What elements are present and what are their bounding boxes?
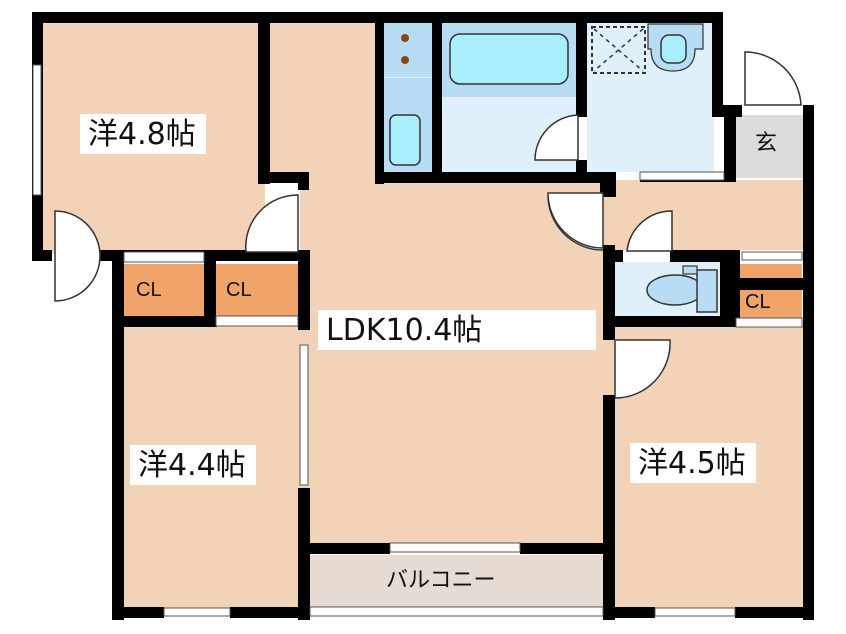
- balcony-railing: [309, 606, 604, 617]
- toilet-icon: [646, 274, 704, 306]
- door-swing: [614, 339, 671, 399]
- door-swing: [547, 192, 604, 249]
- closet-label: CL: [226, 279, 252, 301]
- window: [654, 607, 736, 617]
- room-label-ldk: LDK10.4帖: [318, 310, 596, 350]
- entrance-label: 玄: [755, 131, 778, 156]
- balcony-label: バルコニー: [386, 568, 496, 593]
- window: [32, 64, 42, 196]
- closet-2: [216, 264, 298, 316]
- walls: [32, 12, 814, 620]
- closet-label: CL: [136, 279, 162, 301]
- closet-3: [736, 290, 802, 318]
- window: [639, 171, 725, 181]
- door-swing: [54, 210, 101, 302]
- room-label-western-4-4: 洋4.4帖: [130, 445, 256, 485]
- balcony-window: [389, 542, 521, 553]
- balcony-floor: [310, 555, 605, 607]
- room-ldk-floor: [300, 180, 610, 545]
- room-label-western-4-5: 洋4.5帖: [630, 443, 756, 483]
- washing-machine-space-icon: [591, 26, 646, 74]
- closet-door: [215, 315, 299, 327]
- door-swing: [534, 114, 579, 161]
- window: [163, 607, 231, 617]
- closet-door: [735, 317, 803, 328]
- washbasin-icon: [660, 34, 687, 64]
- closet-door: [123, 251, 205, 263]
- door-swing: [626, 210, 673, 252]
- sliding-door: [299, 344, 309, 486]
- stove-burner-icon: [401, 56, 409, 64]
- entrance-floor: [735, 115, 803, 178]
- closet-label: CL: [745, 291, 771, 313]
- closet-1: [124, 264, 204, 316]
- entrance-door-swing: [744, 51, 802, 106]
- window: [741, 251, 803, 261]
- stove-burner-icon: [401, 34, 409, 42]
- bathtub-icon: [449, 33, 569, 85]
- room-label-western-4-8: 洋4.8帖: [80, 114, 206, 154]
- sink-icon: [389, 114, 421, 166]
- door-swing: [245, 194, 299, 253]
